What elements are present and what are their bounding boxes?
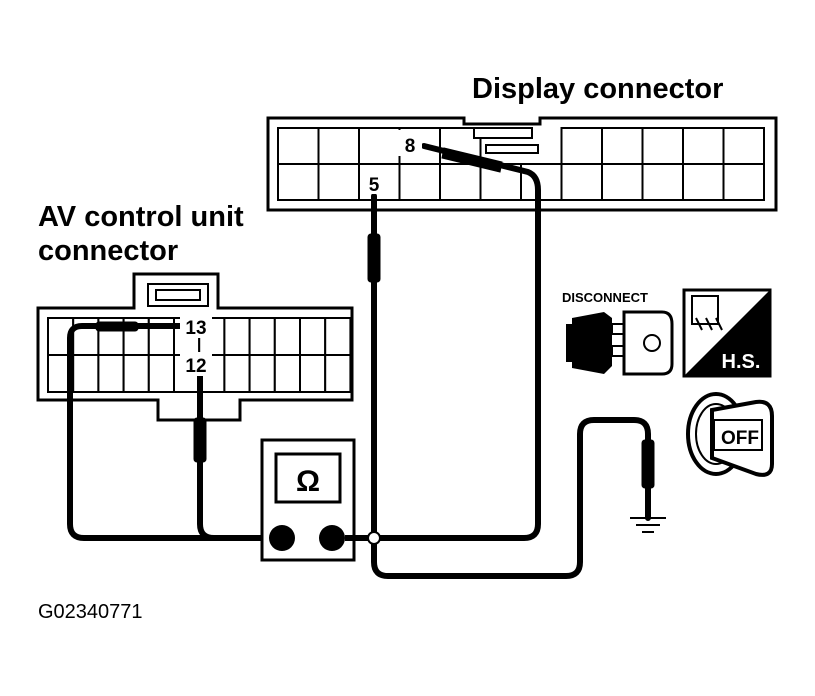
probes	[95, 147, 655, 489]
connector-cavity	[560, 163, 603, 201]
meter-terminal-right	[319, 525, 345, 551]
connector-cavity	[299, 354, 327, 393]
display-connector-label: Display connector	[472, 73, 723, 105]
connector-cavity	[358, 127, 401, 165]
connector-cavity	[299, 317, 327, 356]
ignition-switch-off-icon: OFF	[686, 392, 774, 477]
connector-cavity	[317, 163, 360, 201]
connector-cavity	[248, 317, 276, 356]
connector-cavity	[722, 127, 765, 165]
connector-cavity	[248, 354, 276, 393]
connector-cavity	[560, 127, 603, 165]
connector-cavity	[223, 354, 251, 393]
figure-id: G02340771	[38, 601, 143, 623]
disconnect-connector-icon: DISCONNECT	[562, 290, 674, 376]
connector-cavity	[122, 354, 150, 393]
wire-pin12	[197, 369, 217, 541]
connector-cavity	[147, 354, 176, 393]
av-connector-label-line1: AV control unit	[38, 201, 244, 233]
disconnect-label: DISCONNECT	[562, 290, 648, 305]
connector-cavity	[317, 127, 360, 165]
av-connector-label-line2: connector	[38, 235, 178, 267]
meter-terminal-left	[269, 525, 295, 551]
connector-cavity	[273, 354, 301, 393]
hs-label: H.S.	[722, 351, 761, 373]
connector-cavity	[398, 163, 441, 201]
connector-cavity	[324, 317, 352, 356]
connector-cavity	[72, 354, 100, 393]
display-connector	[266, 116, 778, 212]
ohmmeter: Ω	[260, 438, 381, 562]
av-pin-13-label: 13	[185, 318, 206, 339]
connector-cavity	[641, 163, 684, 201]
probe-ground	[641, 439, 655, 489]
wire-pin8	[371, 143, 541, 541]
probe-pin8	[441, 147, 503, 173]
connector-cavity	[601, 163, 644, 201]
probe-pin12	[193, 417, 207, 463]
junction-point	[367, 531, 381, 545]
connector-cavity	[601, 127, 644, 165]
display-pin-8-label: 8	[405, 136, 416, 157]
connector-cavity	[722, 163, 765, 201]
connector-cavity	[324, 354, 352, 393]
wire-ground	[371, 417, 651, 579]
ohm-symbol: Ω	[296, 465, 320, 498]
connector-cavity	[682, 127, 725, 165]
ground-symbol-icon	[630, 517, 666, 533]
connector-cavity	[439, 163, 482, 201]
av-control-unit-connector	[36, 272, 354, 422]
wire-pin13	[67, 323, 283, 541]
connector-cavity	[641, 127, 684, 165]
probe-pin13	[95, 321, 139, 332]
connector-cavity	[277, 163, 320, 201]
ignition-label: OFF	[721, 428, 759, 449]
av-pin-12-label: 12	[185, 356, 206, 377]
display-pin-5-label: 5	[369, 175, 380, 196]
probe-pin5	[367, 233, 381, 283]
connector-cavity	[223, 317, 251, 356]
harness-side-icon: H.S.	[682, 288, 772, 378]
connector-cavity	[97, 354, 125, 393]
connector-cavity	[273, 317, 301, 356]
connector-cavity	[277, 127, 320, 165]
connector-cavity	[682, 163, 725, 201]
